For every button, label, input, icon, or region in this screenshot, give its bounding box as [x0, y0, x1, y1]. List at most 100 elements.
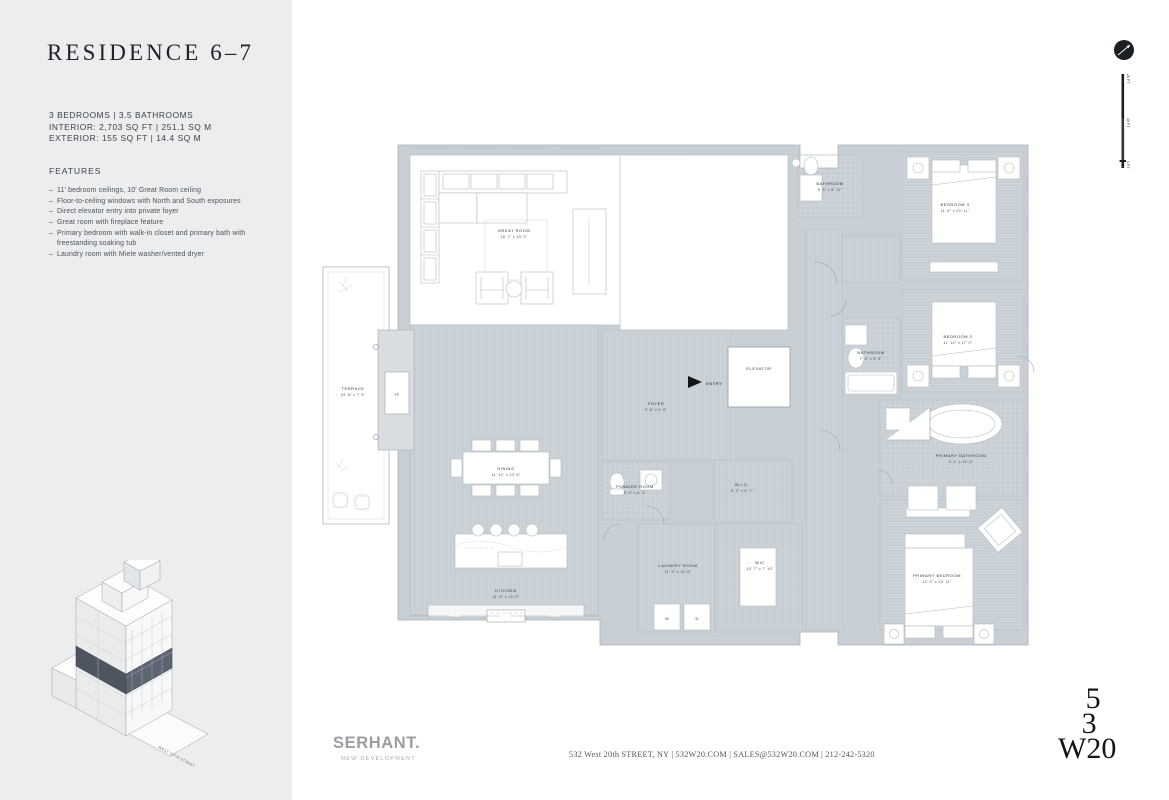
- feature-text: Direct elevator entry into private foyer: [57, 208, 179, 216]
- room-name: BEDROOM 3: [941, 202, 970, 207]
- room-name: BATHROOM: [857, 350, 884, 355]
- room-name: WIC: [755, 560, 764, 565]
- room-dimensions: 24' 8" x 7' 5": [341, 393, 366, 397]
- logo-line-2: 3: [1081, 707, 1097, 741]
- feature-text: Primary bedroom with walk-in closet and …: [57, 229, 246, 248]
- bullet-dash: –: [49, 250, 54, 258]
- door-swings: [603, 261, 1035, 541]
- room-dimensions: 16' 7" x 19' 0": [501, 235, 528, 239]
- room-label: LAUNDRY ROOM 11' 3" x 10' 6": [658, 563, 697, 574]
- room-name: BATHROOM: [816, 181, 843, 186]
- bed-bedroom3: [931, 164, 997, 244]
- scale-segment-10ft: [1121, 118, 1125, 162]
- room-dimensions: 9' 8" x 9' 5": [645, 408, 668, 412]
- info-sidebar: RESIDENCE 6–7 3 BEDROOMS | 3.5 BATHROOMS…: [0, 0, 292, 800]
- room-name: LAUNDRY ROOM: [658, 563, 697, 568]
- room-label: KITCHEN 11' 6" x 19' 0": [493, 588, 520, 599]
- room-label: WIC 10' 7" x 7' 10": [747, 560, 774, 571]
- bullet-dash: –: [49, 229, 54, 237]
- closet-island: [739, 547, 777, 607]
- room-dimensions: 7' 5" x 9' 3": [860, 357, 883, 361]
- list-item: –Primary bedroom with walk-in closet and…: [49, 229, 264, 249]
- bed-bedroom2: [931, 301, 997, 367]
- list-item: –Laundry room with Miele washer/vented d…: [49, 250, 264, 260]
- spec-line: 3 BEDROOMS | 3.5 BATHROOMS: [49, 110, 194, 120]
- list-item: –Great room with fireplace feature: [49, 218, 264, 228]
- room-name: PRIMARY BATHROOM: [936, 453, 987, 458]
- room-dimensions: 10' 7" x 7' 10": [747, 567, 774, 571]
- dryer-label: D: [696, 616, 699, 621]
- room-label: BATHROOM 5' 3" x 8' 11": [816, 181, 843, 192]
- room-name: POWDER ROOM: [616, 484, 654, 489]
- room-label: BEDROOM 3 11' 8" x 20' 11": [941, 202, 970, 213]
- elevator-label: ELEVATOR: [746, 366, 771, 371]
- great-room-furniture: [420, 170, 607, 305]
- washer: [653, 603, 681, 631]
- list-item: –Direct elevator entry into private foye…: [49, 207, 264, 217]
- room-dimensions: 5' 3" x 8' 11": [818, 188, 843, 192]
- contact-info: 532 West 20th STREET, NY | 532W20.COM | …: [569, 750, 875, 759]
- serhant-logo: SERHANT.: [333, 734, 421, 752]
- room-label: POWDER ROOM 5' 0" x 6' 3": [616, 484, 654, 495]
- bed-primary: [904, 547, 974, 627]
- page-title: RESIDENCE 6–7: [47, 40, 255, 65]
- bullet-dash: –: [49, 197, 54, 205]
- features-list: –11' bedroom ceilings, 10' Great Room ce…: [49, 186, 264, 260]
- room-name: KITCHEN: [495, 588, 516, 593]
- room-label: DINING 11' 10" x 13' 6": [491, 466, 520, 477]
- room-label: W.I.C. 5' 3" x 5' 7": [731, 482, 754, 493]
- scale-label-20ft: 20 FT: [1126, 74, 1130, 84]
- room-name: PRIMARY BEDROOM: [913, 573, 961, 578]
- room-floors: [409, 151, 1025, 633]
- room-dimensions: 11' 6" x 19' 0": [493, 595, 520, 599]
- room-dimensions: 9' 1" x 15' 5": [949, 460, 974, 464]
- room-name: W.I.C.: [735, 482, 749, 487]
- dryer: [683, 603, 711, 631]
- room-label: TERRACE 24' 8" x 7' 5": [341, 386, 366, 397]
- feature-text: Laundry room with Miele washer/vented dr…: [57, 250, 205, 258]
- bullet-dash: –: [49, 219, 54, 227]
- feature-text: 11' bedroom ceilings, 10' Great Room cei…: [57, 187, 202, 194]
- room-name: TERRACE: [342, 386, 365, 391]
- room-label: FOYER 9' 8" x 9' 5": [645, 401, 668, 412]
- scale-segment-20ft: [1121, 74, 1125, 118]
- room-label: BATHROOM 7' 5" x 9' 3": [857, 350, 884, 361]
- scale-segment-1ft: [1121, 162, 1125, 168]
- room-dimensions: 11' 10" x 13' 6": [491, 473, 520, 477]
- fireplace-label: FP: [395, 393, 400, 397]
- entry-marker: ENTRY: [688, 376, 722, 388]
- serhant-tagline: NEW DEVELOPMENT: [341, 756, 416, 762]
- kitchen-island: [427, 523, 585, 623]
- scale-label-1ft: 1 FT: [1126, 161, 1130, 169]
- room-name: BEDROOM 2: [944, 334, 973, 339]
- residence-specs: 3 BEDROOMS | 3.5 BATHROOMS INTERIOR: 2,7…: [49, 110, 212, 145]
- room-name: DINING: [497, 466, 514, 471]
- window-mullions: [410, 147, 1029, 628]
- dining-furniture: [450, 439, 562, 497]
- terrace-area: FP: [322, 266, 415, 525]
- list-item: –Floor-to-ceiling windows with North and…: [49, 197, 264, 207]
- property-logo: 5 3 W20: [1058, 682, 1117, 766]
- building-axonometric-illustration: WEST 20TH STREET: [51, 560, 209, 768]
- logo-line-1: 5: [1085, 682, 1101, 715]
- bullet-dash: –: [49, 208, 54, 216]
- room-dimensions: 5' 0" x 6' 3": [624, 491, 647, 495]
- feature-text: Floor-to-ceiling windows with North and …: [57, 197, 241, 205]
- bullet-dash: –: [49, 187, 54, 194]
- room-label: BEDROOM 2 11' 10" x 17' 0": [943, 334, 972, 345]
- compass-and-scale: 20 FT 10 FT 1 FT: [1114, 40, 1134, 169]
- room-dimensions: 11' 8" x 20' 11": [941, 209, 970, 213]
- washer-label: W: [665, 616, 669, 621]
- room-dimensions: 5' 3" x 5' 7": [731, 489, 754, 493]
- room-dimensions: 11' 3" x 10' 6": [665, 570, 692, 574]
- logo-line-3: W20: [1058, 732, 1117, 766]
- list-item: –11' bedroom ceilings, 10' Great Room ce…: [49, 186, 264, 196]
- room-dimensions: 11' 10" x 17' 0": [943, 341, 972, 345]
- room-name: FOYER: [648, 401, 665, 406]
- spec-line: INTERIOR: 2,703 SQ FT | 251.1 SQ M: [49, 121, 212, 132]
- features-heading: FEATURES: [49, 166, 102, 176]
